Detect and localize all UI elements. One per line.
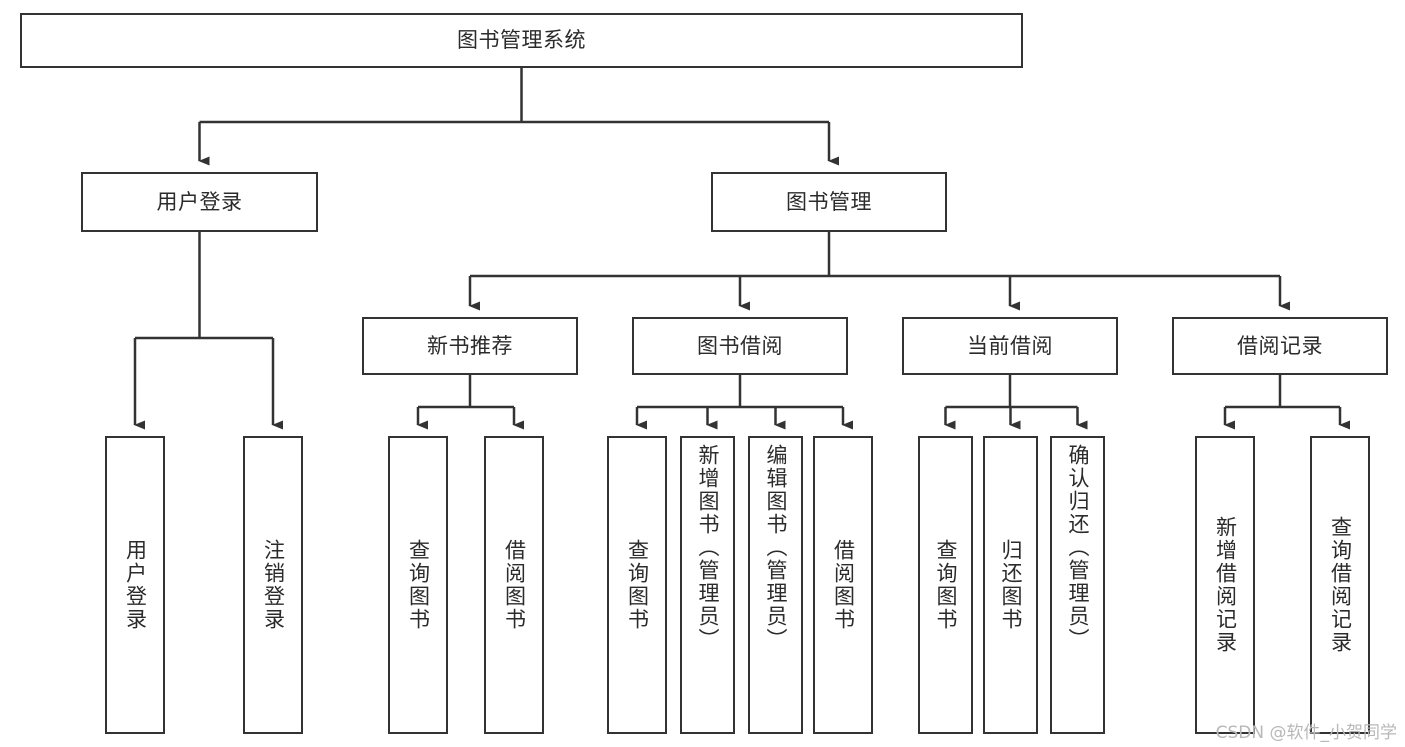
node-user-login-label: 用户登录 [156,189,243,214]
node-leaf-add-book-label: 新增图书（管理员） [696,444,720,651]
node-current-borrow-label: 当前借阅 [967,333,1053,358]
node-leaf-query-book-1[interactable]: 查询图书 [388,436,448,734]
edge-group [133,68,1350,430]
node-new-book-recommend[interactable]: 新书推荐 [362,317,578,375]
node-leaf-add-book[interactable]: 新增图书（管理员） [680,436,735,734]
node-leaf-borrow-book-1[interactable]: 借阅图书 [484,436,544,734]
node-leaf-add-record[interactable]: 新增借阅记录 [1195,436,1255,734]
node-leaf-query-book-3[interactable]: 查询图书 [918,436,973,734]
node-leaf-query-book-3-label: 查询图书 [934,539,958,631]
node-leaf-query-book-1-label: 查询图书 [406,539,431,631]
node-leaf-edit-book-label: 编辑图书（管理员） [764,444,788,651]
node-book-manage[interactable]: 图书管理 [711,172,947,232]
node-leaf-borrow-book-2-label: 借阅图书 [831,539,856,631]
node-leaf-borrow-book-1-label: 借阅图书 [502,539,527,631]
node-user-login[interactable]: 用户登录 [81,172,318,232]
node-new-book-recommend-label: 新书推荐 [427,333,513,358]
node-leaf-query-record[interactable]: 查询借阅记录 [1310,436,1370,734]
node-leaf-query-book-2[interactable]: 查询图书 [607,436,667,734]
node-root[interactable]: 图书管理系统 [20,13,1023,68]
node-current-borrow[interactable]: 当前借阅 [902,317,1118,375]
node-book-borrow[interactable]: 图书借阅 [632,317,848,375]
node-leaf-user-login-label: 用户登录 [123,539,148,631]
node-root-label: 图书管理系统 [457,28,586,53]
node-leaf-edit-book[interactable]: 编辑图书（管理员） [748,436,803,734]
node-book-manage-label: 图书管理 [786,189,872,214]
node-leaf-logout[interactable]: 注销登录 [243,436,303,734]
node-leaf-query-record-label: 查询借阅记录 [1328,516,1353,654]
node-leaf-return-book[interactable]: 归还图书 [983,436,1038,734]
node-leaf-confirm-return-label: 确认归还（管理员） [1066,444,1090,651]
node-borrow-record[interactable]: 借阅记录 [1172,317,1388,375]
node-leaf-borrow-book-2[interactable]: 借阅图书 [813,436,873,734]
node-leaf-user-login[interactable]: 用户登录 [105,436,165,734]
node-borrow-record-label: 借阅记录 [1237,333,1323,358]
node-leaf-query-book-2-label: 查询图书 [625,539,650,631]
node-leaf-add-record-label: 新增借阅记录 [1213,516,1238,654]
node-leaf-confirm-return[interactable]: 确认归还（管理员） [1050,436,1105,734]
node-leaf-return-book-label: 归还图书 [999,539,1023,631]
node-book-borrow-label: 图书借阅 [697,333,783,358]
node-leaf-logout-label: 注销登录 [261,539,286,631]
